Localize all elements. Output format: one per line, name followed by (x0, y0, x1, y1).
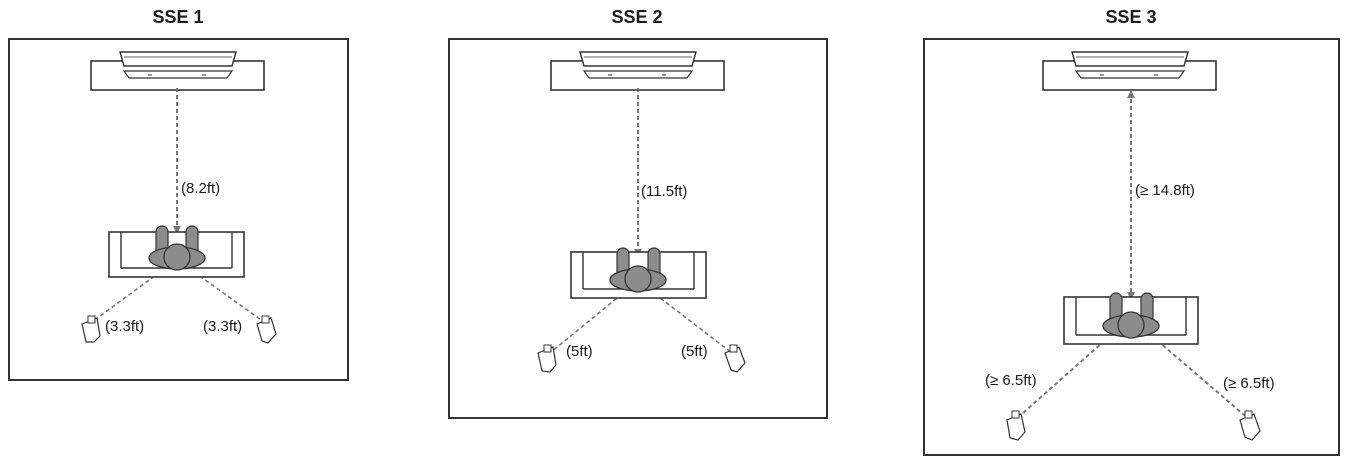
speaker-icon (1239, 410, 1261, 441)
room-outline (8, 38, 349, 381)
right-speaker-line (654, 293, 733, 354)
left-speaker-line (549, 293, 623, 354)
arrow-head (173, 226, 181, 234)
tv-distance-label: (≥ 14.8ft) (1134, 182, 1196, 199)
person-icon (609, 247, 667, 293)
right-speaker-distance-label: (3.3ft) (202, 318, 244, 335)
tv-distance-label: (11.5ft) (640, 183, 689, 200)
arrow-head (1127, 292, 1135, 300)
right-speaker-distance-label: (≥ 6.5ft) (1222, 375, 1276, 392)
tv-icon (1042, 51, 1217, 91)
person-icon (148, 225, 206, 271)
setup-title: SSE 3 (1105, 7, 1157, 27)
speaker-icon (724, 344, 746, 373)
tv-icon (550, 51, 725, 91)
right-speaker-line (193, 271, 265, 323)
person-icon (1102, 292, 1160, 339)
setup-title: SSE 1 (152, 7, 204, 27)
left-speaker-distance-label: (≥ 6.5ft) (984, 372, 1038, 389)
speaker-icon (81, 315, 101, 343)
speaker-icon (256, 315, 277, 344)
tv-distance-label: (8.2ft) (180, 180, 222, 197)
left-speaker-line (1014, 335, 1111, 421)
right-speaker-distance-label: (5ft) (680, 343, 709, 360)
right-speaker-line (1151, 335, 1251, 421)
speaker-icon (1006, 410, 1026, 441)
arrow-head (1127, 90, 1135, 98)
left-speaker-distance-label: (5ft) (565, 343, 594, 360)
speaker-icon (537, 344, 557, 373)
setup-title: SSE 2 (611, 7, 663, 27)
left-speaker-distance-label: (3.3ft) (104, 318, 146, 335)
left-speaker-line (91, 271, 161, 323)
